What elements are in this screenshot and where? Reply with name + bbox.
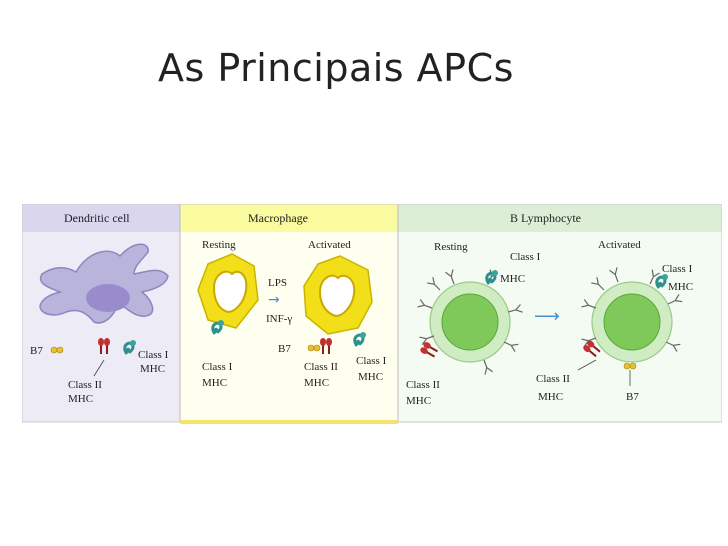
dendritic-b7-label: B7: [30, 345, 43, 357]
blymph-b7-label: B7: [626, 391, 639, 403]
blymph-class-ii-left-label: Class II: [406, 379, 440, 391]
macrophage-lps-label: LPS: [268, 277, 287, 289]
blymph-activated-label: Activated: [598, 239, 641, 251]
macrophage-arrow-icon: →: [268, 292, 280, 308]
macrophage-header-bg: [180, 204, 398, 232]
macrophage-class-i-right-mhc-label: MHC: [358, 371, 383, 383]
macrophage-class-i-right-label: Class I: [356, 355, 387, 367]
dendritic-class-i-mhc-label: MHC: [140, 363, 165, 375]
dendritic-class-ii-label: Class II: [68, 379, 102, 391]
macrophage-resting-class-i-mhc-label: MHC: [202, 377, 227, 389]
slide-title: As Principais APCs: [158, 46, 514, 90]
dendritic-header-bg: [22, 204, 180, 232]
blymph-resting-nucleus: [441, 293, 499, 351]
macrophage-class-ii-label: Class II: [304, 361, 338, 373]
blymph-header-bg: [398, 204, 722, 232]
blymph-arrow-icon: ⟶: [534, 306, 560, 327]
apc-figure: Dendritic cell B7 Class I MHC Class II M…: [22, 204, 722, 426]
dendritic-header: Dendritic cell: [64, 211, 130, 225]
blymph-class-ii-mid-label: Class II: [536, 373, 570, 385]
dendritic-class-ii-mhc-label: MHC: [68, 393, 93, 405]
blymph-header: B Lymphocyte: [510, 211, 581, 225]
macrophage-resting-nucleus: [212, 270, 248, 314]
macrophage-activated-label: Activated: [308, 239, 351, 251]
macrophage-ifn-label: INF-γ: [266, 313, 292, 325]
macrophage-b7-label: B7: [278, 343, 291, 355]
macrophage-resting-label: Resting: [202, 239, 236, 251]
dendritic-class-i-label: Class I: [138, 349, 169, 361]
dendritic-cell-body: [39, 243, 169, 324]
blymph-class-i-top-mhc-label: MHC: [500, 273, 525, 285]
blymph-class-i-right-label: Class I: [662, 263, 693, 275]
dendritic-nucleus: [86, 284, 130, 312]
blymph-resting-label: Resting: [434, 241, 468, 253]
macrophage-resting-class-i-label: Class I: [202, 361, 233, 373]
macrophage-header: Macrophage: [248, 211, 308, 225]
blymph-activated-nucleus: [603, 293, 661, 351]
macrophage-activated-nucleus: [318, 274, 356, 318]
macrophage-class-ii-mhc-label: MHC: [304, 377, 329, 389]
blymph-class-ii-mid-mhc-label: MHC: [538, 391, 563, 403]
blymph-class-ii-left-mhc-label: MHC: [406, 395, 431, 407]
apc-diagram: Dendritic cell B7 Class I MHC Class II M…: [22, 204, 722, 424]
blymph-class-i-right-mhc-label: MHC: [668, 281, 693, 293]
blymph-class-i-top-label: Class I: [510, 251, 541, 263]
